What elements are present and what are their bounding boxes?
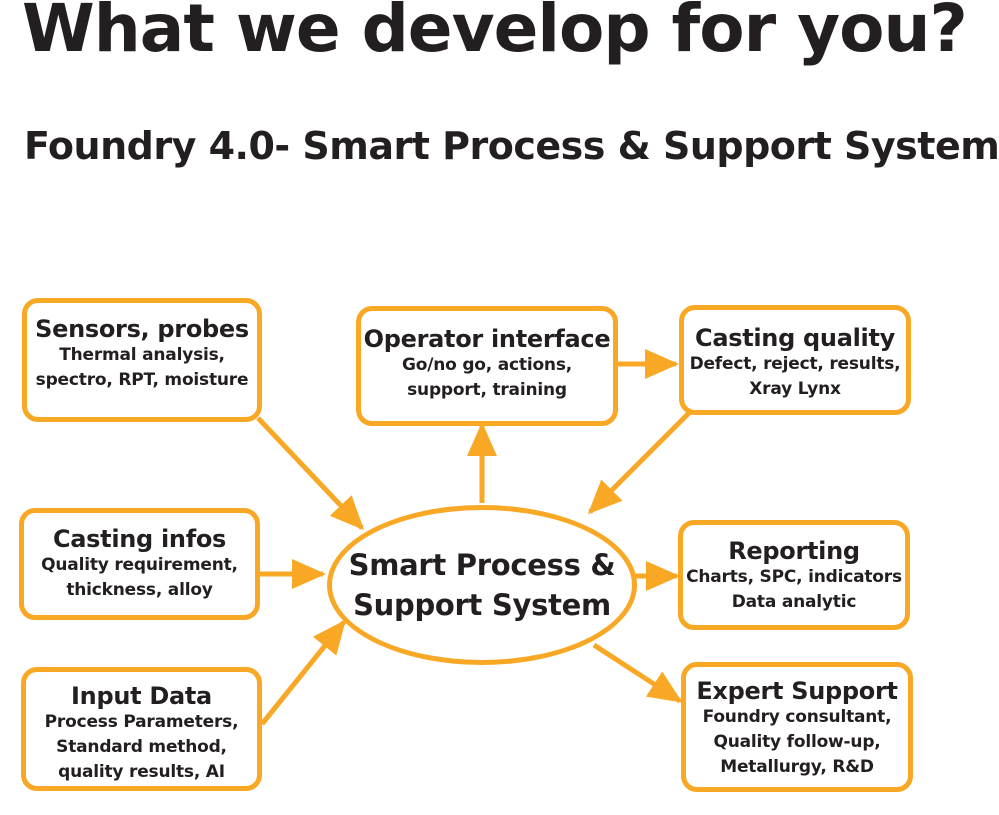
box-title: Input Data — [71, 682, 212, 710]
page-title: What we develop for you? — [22, 0, 968, 67]
arrow-hub-to-expert-support — [592, 642, 683, 704]
casting-infos-box: Casting infos Quality requirement, thick… — [19, 508, 260, 620]
box-text-line: Xray Lynx — [749, 379, 841, 399]
box-text-line: Quality requirement, — [41, 555, 238, 575]
input-data-box: Input Data Process Parameters, Standard … — [21, 667, 262, 791]
smart-process-hub: Smart Process & Support System — [327, 505, 637, 665]
box-title: Operator interface — [363, 325, 611, 353]
box-text-line: Metallurgy, R&D — [720, 757, 874, 777]
arrow-casting-quality-to-hub — [587, 410, 692, 515]
box-title: Casting infos — [52, 525, 227, 553]
sensors-probes-box: Sensors, probes Thermal analysis, spectr… — [22, 298, 262, 422]
arrow-input-data-to-hub — [260, 619, 346, 726]
box-text-line: Quality follow-up, — [713, 732, 881, 752]
box-title: Reporting — [728, 537, 860, 565]
box-text-line: support, training — [407, 380, 567, 400]
box-text-line: thickness, alloy — [66, 580, 213, 600]
box-text-line: quality results, AI — [58, 762, 225, 782]
box-text-line: Charts, SPC, indicators — [686, 567, 902, 587]
hub-label-line: Support System — [353, 588, 611, 622]
box-text-line: Defect, reject, results, — [689, 354, 901, 374]
reporting-box: Reporting Charts, SPC, indicators Data a… — [678, 520, 910, 630]
page-subtitle: Foundry 4.0- Smart Process & Support Sys… — [24, 124, 999, 168]
box-text-line: Process Parameters, — [44, 712, 239, 732]
box-text-line: Standard method, — [56, 737, 227, 757]
box-text-line: spectro, RPT, moisture — [35, 370, 249, 390]
box-title: Casting quality — [695, 324, 895, 352]
box-text-line: Go/no go, actions, — [401, 355, 573, 375]
arrow-sensors-to-hub — [256, 416, 365, 531]
box-text-line: Thermal analysis, — [59, 345, 225, 365]
expert-support-box: Expert Support Foundry consultant, Quali… — [681, 662, 913, 792]
box-text-line: Foundry consultant, — [702, 707, 892, 727]
casting-quality-box: Casting quality Defect, reject, results,… — [679, 305, 911, 415]
box-text-line: Data analytic — [731, 592, 857, 612]
hub-label-line: Smart Process & — [348, 548, 616, 582]
operator-interface-box: Operator interface Go/no go, actions, su… — [356, 306, 618, 426]
box-title: Expert Support — [696, 677, 898, 705]
diagram-arrows — [256, 349, 692, 726]
box-title: Sensors, probes — [35, 315, 249, 343]
